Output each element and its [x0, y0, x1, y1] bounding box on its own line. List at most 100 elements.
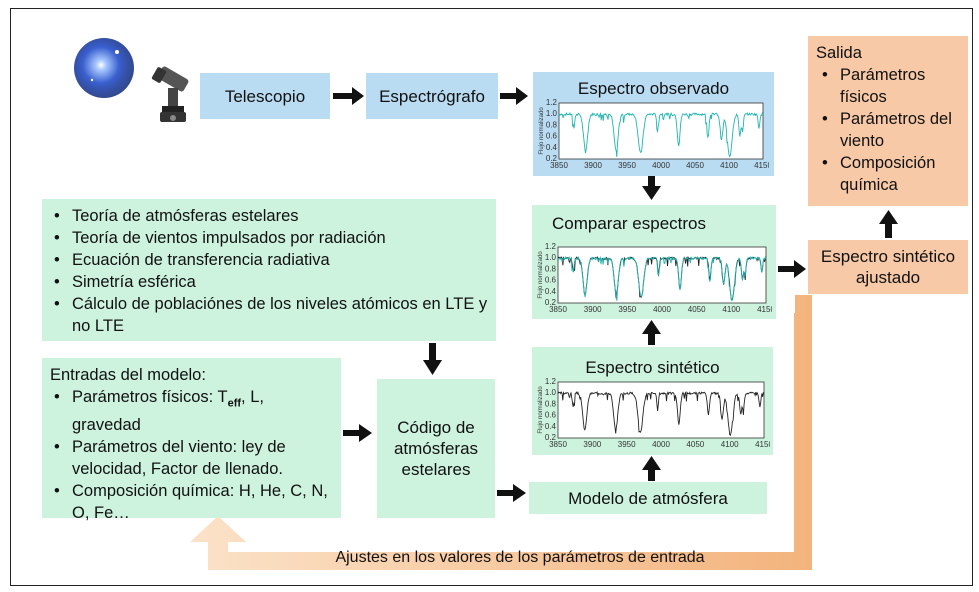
x-tick-label: 3850 — [549, 440, 567, 449]
x-tick-label: 4000 — [652, 161, 670, 170]
atmosphere-code-label: Código de atmósferas estelares — [393, 418, 479, 479]
theory-item: Teoría de atmósferas estelares — [48, 205, 490, 227]
y-axis-label: Flujo normalizado — [539, 107, 545, 155]
x-tick-label: 3900 — [584, 161, 602, 170]
x-tick-label: 4050 — [686, 440, 704, 449]
plot-area — [557, 381, 765, 439]
theory-item: Ecuación de transferencia radiativa — [48, 249, 490, 271]
atmosphere-code-box: Código de atmósferas estelares — [377, 379, 495, 518]
spectrograph-label: Espectrógrafo — [379, 86, 485, 106]
y-tick-label: 1.0 — [545, 253, 557, 262]
x-tick-label: 3950 — [618, 440, 636, 449]
synthetic-spectrum-title: Espectro sintético — [585, 358, 720, 377]
arrow-right — [333, 87, 364, 105]
inputs-physical-text-a: Parámetros físicos: T — [72, 388, 228, 406]
output-box: Salida Parámetros físicos Parámetros del… — [808, 36, 968, 206]
y-tick-label: 0.8 — [545, 264, 557, 273]
y-tick-label: 1.2 — [545, 378, 557, 386]
x-tick-label: 4050 — [686, 161, 704, 170]
arrow-right — [500, 87, 528, 105]
theory-list: Teoría de atmósferas estelares Teoría de… — [48, 205, 490, 337]
theory-box: Teoría de atmósferas estelares Teoría de… — [42, 199, 496, 341]
spectrum-line — [557, 255, 767, 302]
inputs-physical-text-b: , L, gravedad — [72, 388, 264, 435]
y-tick-label: 0.8 — [546, 120, 558, 129]
atmosphere-model-box: Modelo de atmósfera — [529, 482, 767, 514]
spectrum-line — [557, 391, 765, 437]
star-field-icon — [74, 38, 134, 98]
x-tick-label: 3950 — [618, 305, 636, 314]
theory-item: Cálculo de poblaciónes de los niveles at… — [48, 293, 490, 337]
output-item: Parámetros del viento — [816, 108, 962, 152]
y-tick-label: 0.6 — [545, 411, 557, 420]
telescope-box: Telescopio — [200, 73, 330, 119]
x-tick-label: 3900 — [583, 440, 601, 449]
model-inputs-list: Parámetros físicos: Teff, L, gravedad Pa… — [48, 386, 337, 524]
model-inputs-box: Entradas del modelo: Parámetros físicos:… — [42, 358, 341, 522]
x-tick-label: 3850 — [549, 305, 567, 314]
fitted-spectrum-label: Espectro sintético ajustado — [820, 247, 956, 287]
plot-area — [557, 246, 767, 304]
spectrograph-box: Espectrógrafo — [366, 73, 498, 119]
y-tick-label: 0.6 — [545, 276, 557, 285]
diagram-frame — [10, 8, 973, 586]
y-tick-label: 0.2 — [546, 154, 558, 163]
x-tick-label: 3950 — [618, 161, 636, 170]
model-inputs-title: Entradas del modelo: — [50, 366, 206, 384]
arrow-down — [423, 343, 442, 375]
x-tick-label: 4100 — [720, 161, 738, 170]
inputs-physical-item: Parámetros físicos: Teff, L, gravedad — [48, 386, 337, 436]
x-tick-label: 3900 — [584, 305, 602, 314]
y-tick-label: 1.0 — [545, 388, 557, 397]
y-tick-label: 0.4 — [545, 287, 557, 296]
feedback-label: Ajustes en los valores de los parámetros… — [335, 549, 705, 566]
x-tick-label: 4100 — [721, 440, 739, 449]
y-tick-label: 1.0 — [546, 109, 558, 118]
y-tick-label: 1.2 — [545, 243, 557, 251]
x-tick-label: 4000 — [652, 440, 670, 449]
output-list: Parámetros físicos Parámetros del viento… — [816, 64, 962, 196]
y-tick-label: 0.2 — [545, 433, 557, 442]
teff-subscript: eff — [227, 397, 242, 410]
arrow-down — [642, 176, 661, 200]
output-item: Parámetros físicos — [816, 64, 962, 108]
y-tick-label: 0.8 — [545, 399, 557, 408]
inputs-composition-item: Composición química: H, He, C, N, O, Fe… — [48, 480, 337, 524]
x-tick-label: 4050 — [688, 305, 706, 314]
observed-spectrum-title: Espectro observado — [577, 79, 730, 98]
y-tick-label: 0.6 — [546, 132, 558, 141]
theory-item: Teoría de vientos impulsados por radiaci… — [48, 227, 490, 249]
arrow-up — [642, 456, 661, 481]
y-tick-label: 1.2 — [546, 99, 558, 107]
spectrum-line — [558, 111, 764, 158]
theory-item: Simetría esférica — [48, 271, 490, 293]
atmosphere-model-label: Modelo de atmósfera — [568, 488, 728, 508]
y-tick-label: 0.4 — [545, 422, 557, 431]
output-item: Composición química — [816, 152, 962, 196]
x-tick-label: 3850 — [550, 161, 568, 170]
y-axis-label: Flujo normalizado — [538, 251, 544, 299]
x-tick-label: 4100 — [722, 305, 740, 314]
arrow-right — [497, 484, 526, 502]
y-tick-label: 0.2 — [545, 298, 557, 307]
fitted-spectrum-box: Espectro sintético ajustado — [808, 240, 968, 294]
arrow-up — [642, 320, 661, 345]
plot-area — [558, 102, 764, 160]
arrow-up — [879, 210, 898, 238]
output-title: Salida — [816, 44, 862, 62]
y-tick-label: 0.4 — [546, 143, 558, 152]
telescope-label: Telescopio — [224, 86, 306, 106]
compare-spectra-title: Comparar espectros — [552, 214, 707, 233]
telescope-icon — [151, 66, 189, 122]
inputs-wind-item: Parámetros del viento: ley de velocidad,… — [48, 436, 337, 480]
arrow-right — [778, 260, 806, 278]
x-tick-label: 4000 — [653, 305, 671, 314]
y-axis-label: Flujo normalizado — [538, 386, 544, 434]
